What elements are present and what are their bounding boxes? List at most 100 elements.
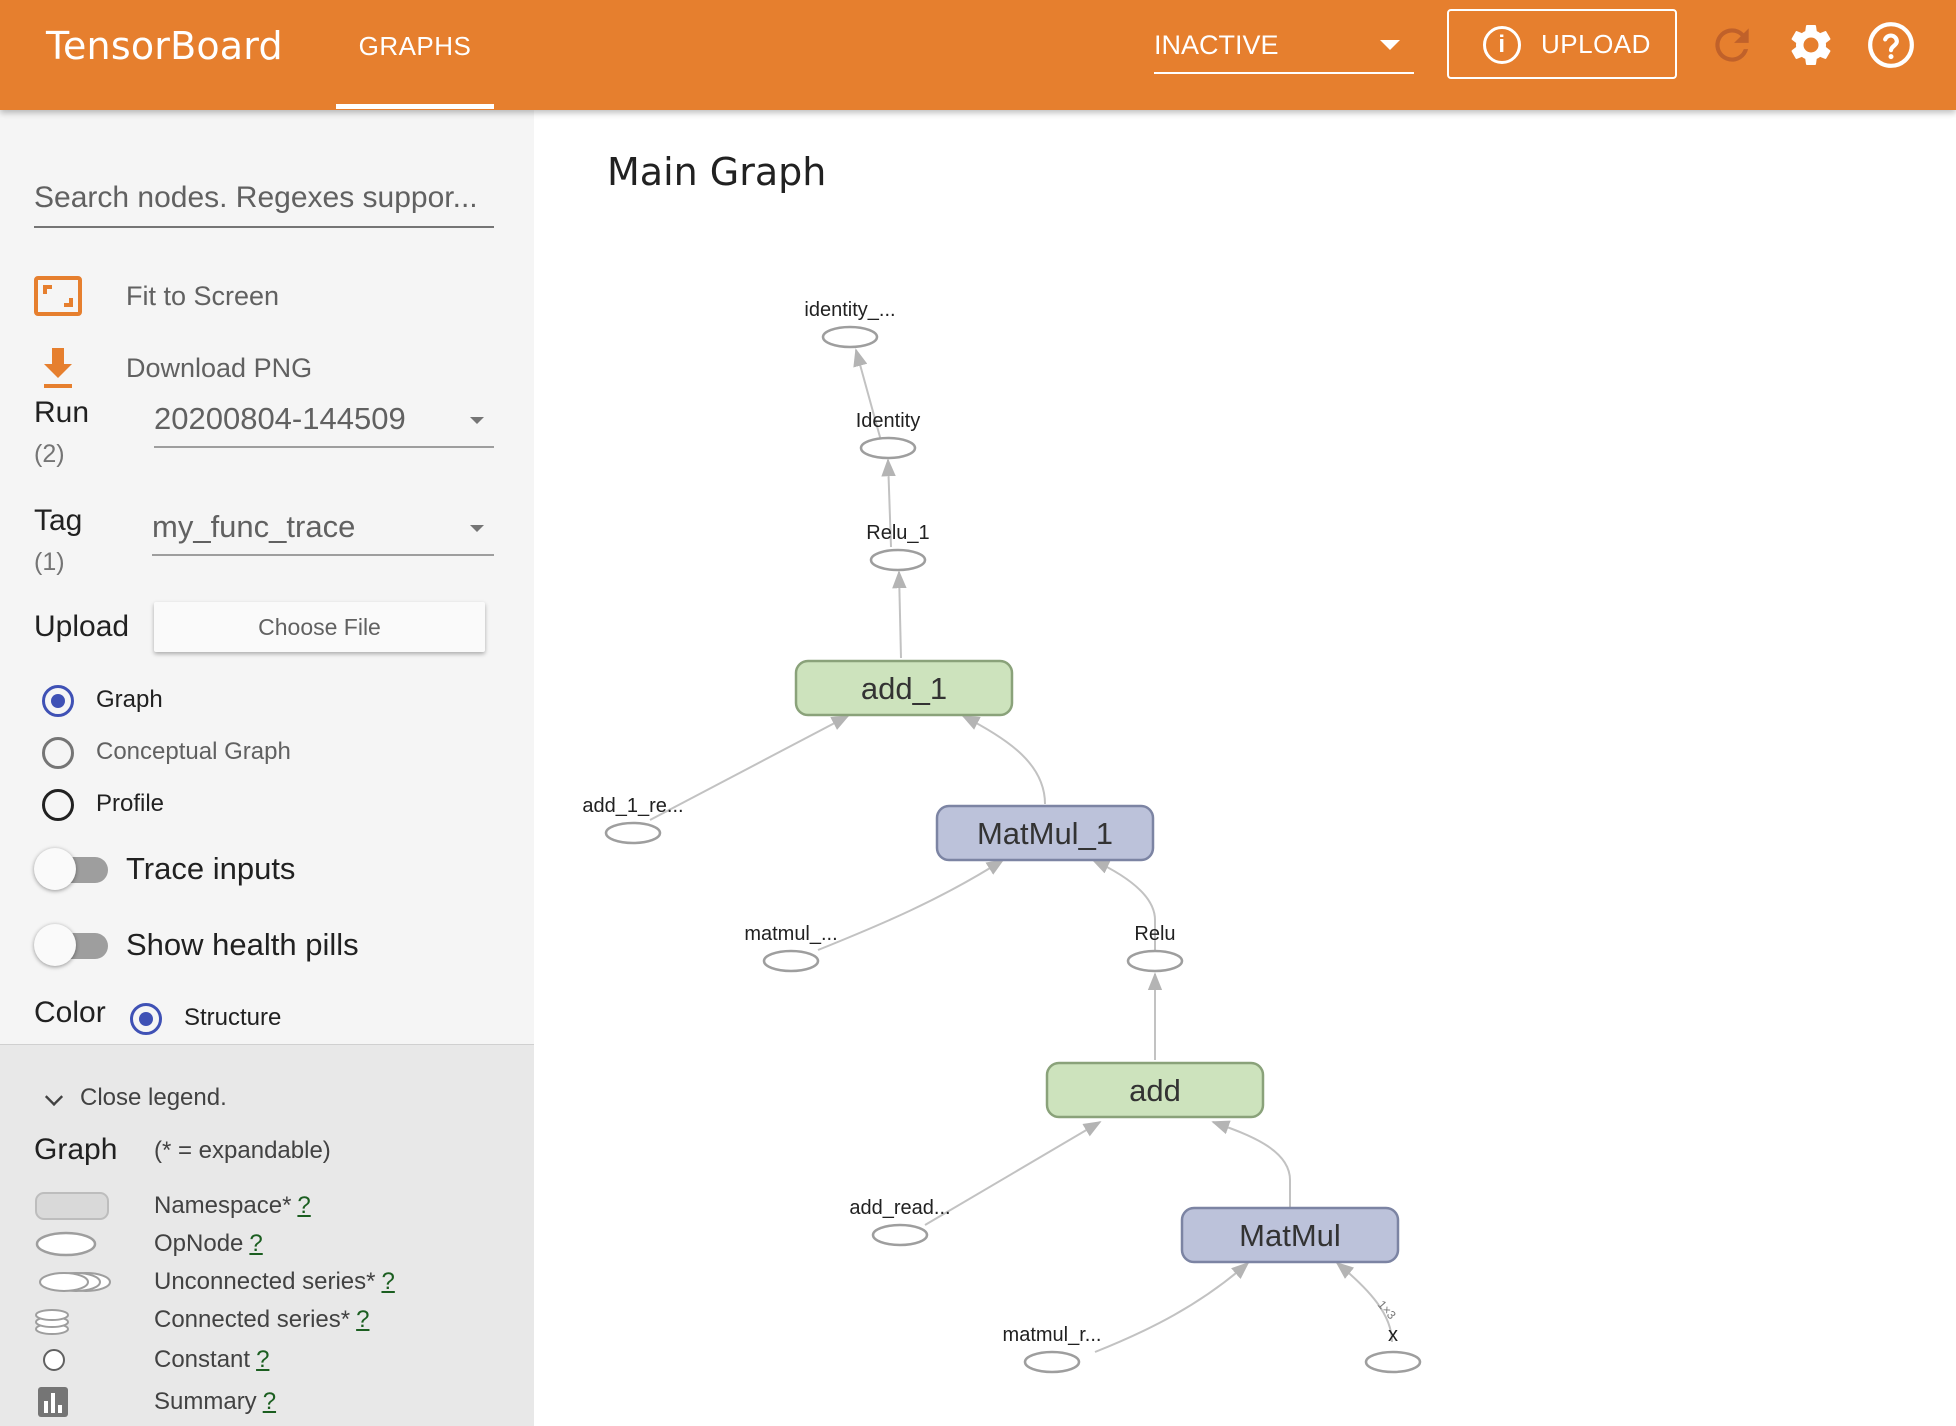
node-add-1[interactable]: add_1 [794,659,1014,717]
node-add[interactable]: add [1045,1061,1265,1119]
help-link[interactable]: ? [249,1230,263,1257]
fit-to-screen-button[interactable]: Fit to Screen [34,268,494,324]
upload-button-label: UPLOAD [1541,29,1651,59]
summary-legend-icon [38,1387,68,1417]
plugin-status-select[interactable]: INACTIVE [1154,22,1414,74]
choose-file-button[interactable]: Choose File [154,602,485,652]
download-icon [44,348,72,388]
node-label: add [1129,1073,1181,1108]
radio-color-structure[interactable]: Structure [130,998,281,1038]
node-label: x [1388,1324,1398,1346]
node-label: Relu_1 [866,522,929,544]
upload-label: Upload [34,610,130,643]
legend-summary: Summary? [154,1385,276,1419]
namespace-legend-icon [35,1192,109,1220]
caret-down-icon [470,525,484,532]
toggle-knob [34,924,76,966]
node-identity-out[interactable]: identity_... [804,299,896,349]
node-relu-1[interactable]: Relu_1 [866,522,930,572]
tag-select-value: my_func_trace [152,509,356,544]
node-add-read[interactable]: add_read... [849,1197,951,1247]
trace-inputs-toggle[interactable]: Trace inputs [34,844,295,894]
radio-profile[interactable]: Profile [42,784,164,824]
edge-shape-label: 1×3 [1375,1298,1399,1323]
caret-down-icon [470,417,484,424]
tag-label: Tag [34,504,83,537]
node-label: MatMul_1 [977,816,1113,851]
radio-unchecked-icon [42,789,74,821]
edge [817,859,1005,951]
edge [892,570,907,659]
legend-connected-series: Connected series*? [154,1303,369,1337]
close-legend-button[interactable]: Close legend. [42,1081,227,1115]
toggle-knob [34,848,76,890]
tag-select[interactable]: my_func_trace [152,498,494,556]
legend-title: Graph [34,1133,118,1166]
caret-down-icon [1380,40,1400,50]
node-x[interactable]: x [1364,1324,1422,1374]
node-label: identity_... [804,299,895,321]
health-pills-toggle[interactable]: Show health pills [34,920,359,970]
node-label: matmul_... [744,923,837,945]
settings-gear-icon[interactable] [1786,20,1836,70]
help-link[interactable]: ? [256,1346,270,1373]
node-label: add_1_re... [582,795,683,817]
radio-unchecked-icon [42,737,74,769]
node-relu[interactable]: Relu [1126,923,1184,973]
node-identity[interactable]: Identity [856,410,920,460]
node-label: add_read... [849,1197,950,1219]
legend-constant: Constant? [154,1343,269,1377]
tag-count: (1) [34,548,65,576]
node-label: add_1 [861,671,947,706]
edge [961,715,1046,805]
download-png-button[interactable]: Download PNG [34,340,494,396]
radio-checked-icon [130,1003,162,1035]
radio-conceptual-graph-label: Conceptual Graph [96,738,291,765]
color-label: Color [34,996,106,1029]
legend-hint: (* = expandable) [154,1137,331,1164]
legend-connected-series-label: Connected series* [154,1306,351,1333]
search-nodes-input[interactable]: Search nodes. Regexes suppor... [34,166,494,228]
main-graph-title: Main Graph [607,150,827,194]
help-link[interactable]: ? [356,1306,370,1333]
help-link[interactable]: ? [297,1192,311,1219]
edge [881,458,896,548]
node-matmul-read-b[interactable]: matmul_r... [1003,1324,1102,1374]
edge [1335,1261,1393,1343]
reload-icon[interactable] [1707,20,1757,70]
brand-title: TensorBoard [46,24,283,68]
radio-profile-label: Profile [96,790,165,817]
node-matmul-1[interactable]: MatMul_1 [935,804,1155,862]
graph-canvas[interactable]: identity_... Identity Relu_1 add_1_re...… [534,110,1956,1426]
legend-constant-label: Constant [154,1346,251,1373]
radio-graph-label: Graph [96,686,163,713]
run-select-value: 20200804-144509 [154,401,406,436]
node-matmul-read-a[interactable]: matmul_... [744,923,838,973]
radio-conceptual-graph[interactable]: Conceptual Graph [42,732,291,772]
node-label: MatMul [1239,1218,1341,1253]
unconnected-series-legend-icon [39,1272,111,1292]
legend-opnode-label: OpNode [154,1230,244,1257]
radio-graph[interactable]: Graph [42,680,163,720]
fit-screen-icon [34,276,82,316]
help-icon[interactable] [1866,20,1916,70]
upload-button[interactable]: i UPLOAD [1447,9,1677,79]
node-matmul[interactable]: MatMul [1180,1206,1400,1264]
edge [924,1121,1102,1226]
help-link[interactable]: ? [262,1388,277,1415]
edge [1211,1120,1291,1207]
edge [1094,1261,1250,1353]
radio-structure-label: Structure [184,1004,282,1031]
node-add-1-read[interactable]: add_1_re... [582,795,684,845]
plugin-status-value: INACTIVE [1154,30,1279,60]
tab-graphs[interactable]: GRAPHS [358,31,472,61]
help-link[interactable]: ? [381,1268,395,1295]
legend-namespace: Namespace*? [154,1189,311,1223]
edge [853,348,884,449]
legend-opnode: OpNode? [154,1227,263,1261]
run-select[interactable]: 20200804-144509 [154,390,494,448]
fit-to-screen-label: Fit to Screen [126,281,280,311]
legend-summary-label: Summary [154,1388,257,1415]
graph-edges [649,348,1393,1353]
edge [649,715,850,821]
